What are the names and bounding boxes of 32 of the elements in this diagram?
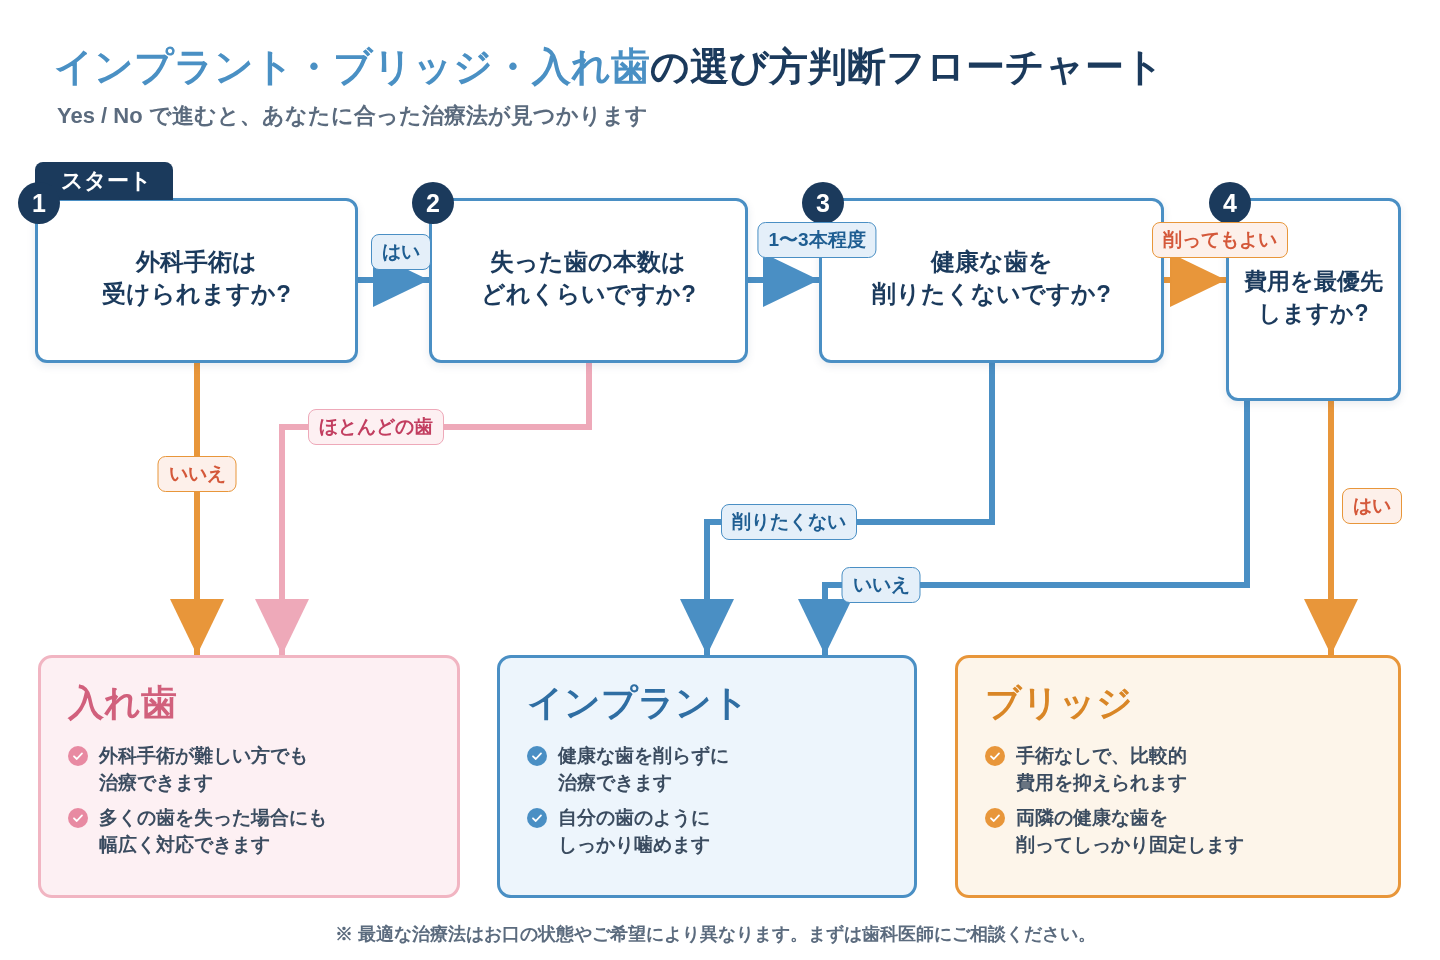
subtitle: Yes / No で進むと、あなたに合った治療法が見つかります: [57, 102, 648, 130]
edge-label: いいえ: [157, 456, 237, 492]
question-text: 費用を最優先しますか?: [1243, 266, 1384, 328]
step-number: 4: [1209, 182, 1251, 224]
result-title: インプラント: [527, 681, 749, 725]
edge-label: いいえ: [841, 567, 921, 603]
benefit-text: 自分の歯のようにしっかり噛めます: [558, 806, 711, 857]
result-card: [497, 655, 917, 898]
step-number: 3: [802, 182, 844, 224]
benefit-text: 手術なしで、比較的費用を抑えられます: [1016, 744, 1188, 795]
arrow: [798, 401, 1250, 655]
arrow: [170, 363, 224, 655]
benefit-text: 健康な歯を削らずに治療できます: [558, 744, 730, 795]
question-text: 失った歯の本数はどれくらいですか?: [480, 246, 697, 309]
question-text: 外科手術は受けられますか?: [101, 246, 292, 309]
edge-label: 1〜3本程度: [757, 222, 877, 258]
benefit-text: 両隣の健康な歯を削ってしっかり固定します: [1016, 806, 1245, 857]
arrow: [1304, 401, 1358, 655]
edge-label: 削りたくない: [721, 504, 857, 540]
edge-label: ほとんどの歯: [308, 409, 444, 445]
footnote: ※ 最適な治療法はお口の状態やご希望により異なります。まずは歯科医師にご相談ください。: [335, 923, 1097, 946]
result-card: [38, 655, 460, 898]
edge-label: はい: [1342, 488, 1402, 524]
result-title: ブリッジ: [985, 681, 1133, 725]
page-title: インプラント・ブリッジ・入れ歯の選び方判断フローチャート: [54, 44, 1164, 90]
result-title: 入れ歯: [68, 681, 177, 725]
benefit-text: 多くの歯を失った場合にも幅広く対応できます: [99, 806, 328, 857]
result-card: [955, 655, 1401, 898]
edge-label: 削ってもよい: [1152, 222, 1288, 258]
edge-label: はい: [371, 234, 431, 270]
benefit-text: 外科手術が難しい方でも治療できます: [99, 744, 309, 795]
step-number: 2: [412, 182, 454, 224]
